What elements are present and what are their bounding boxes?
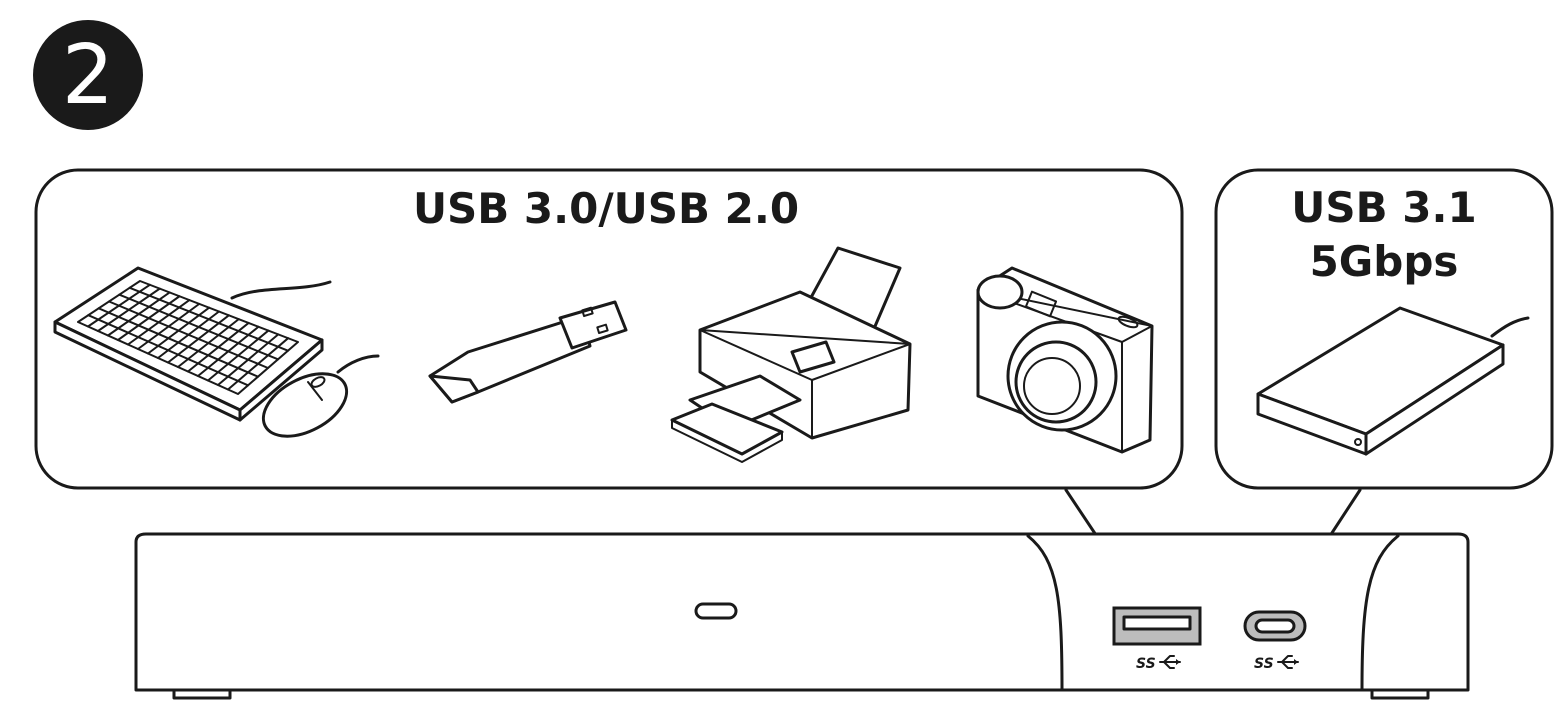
mouse-icon [261, 354, 380, 438]
usb-a-port: SS [1112, 606, 1202, 672]
camera-icon [976, 266, 1154, 454]
step-number: 2 [62, 28, 114, 123]
step-badge-circle [33, 20, 143, 130]
usb-c-port-tongue [1254, 618, 1296, 634]
usb31-panel-title-line2: 5Gbps [1310, 237, 1459, 286]
usb-c-ss-logo: SS [1254, 656, 1274, 672]
hub-foot-left [172, 688, 232, 700]
keyboard-icon [53, 266, 332, 422]
usb-a-ss-logo: SS [1136, 656, 1156, 672]
usb31-panel-title-line1: USB 3.1 [1291, 183, 1476, 232]
usb-c-port: SS [1243, 610, 1307, 672]
usb31-panel: USB 3.1 5Gbps [1214, 168, 1554, 490]
superspeed-usb-icon [1159, 655, 1181, 669]
external-hard-drive-icon [1256, 306, 1530, 456]
step-badge: 2 [33, 20, 143, 130]
superspeed-usb-icon [1277, 655, 1299, 669]
usb2-usb3-panel: USB 3.0/USB 2.0 [34, 168, 1184, 490]
hub-body [134, 532, 1470, 692]
printer-icon [670, 246, 912, 463]
usb2-usb3-panel-title: USB 3.0/USB 2.0 [413, 184, 799, 233]
usb-flash-drive-icon [428, 300, 628, 404]
hub-device: SS SS [134, 532, 1470, 700]
power-indicator-led [694, 602, 738, 620]
hub-foot-right [1370, 688, 1430, 700]
usb-a-port-tongue [1122, 615, 1192, 631]
